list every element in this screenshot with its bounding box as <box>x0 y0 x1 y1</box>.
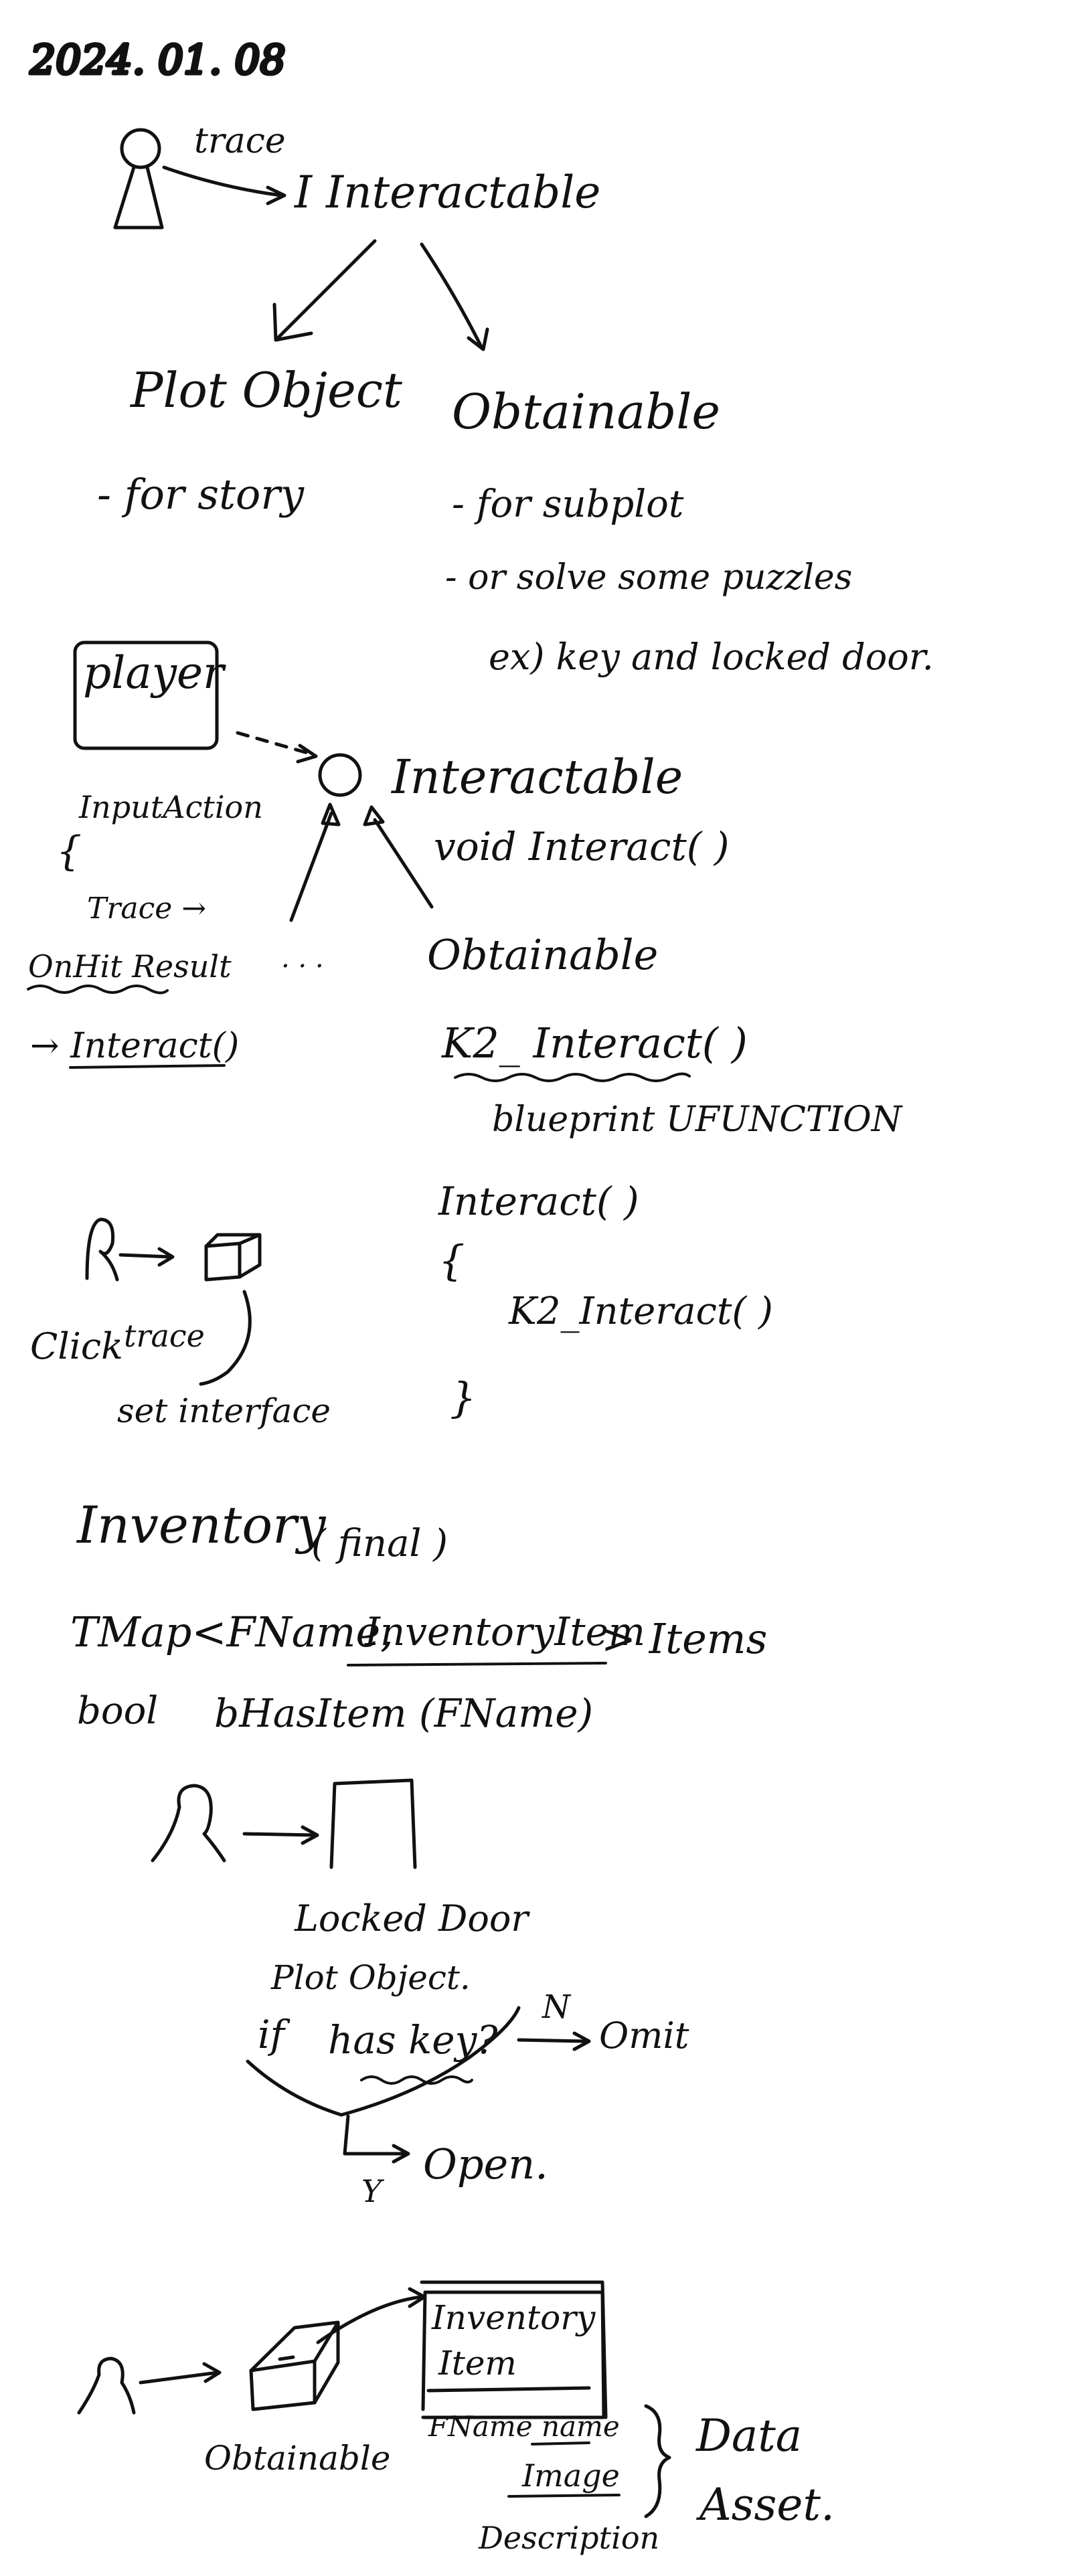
impl-line-left <box>289 811 333 922</box>
item-arrow <box>316 2295 424 2344</box>
interact-definition: Interact( ) <box>438 1179 639 1224</box>
door-icon <box>329 1778 417 1869</box>
impl-line-right <box>373 818 434 909</box>
set-interface-arrow <box>199 1290 252 1386</box>
click-arrow-head <box>157 1247 175 1267</box>
person-icon <box>85 1217 119 1282</box>
void-interact-label: void Interact( ) <box>434 824 730 869</box>
yes-branch-label: Y <box>361 2173 385 2209</box>
date-text: 2024. 01. 08 <box>29 37 286 84</box>
plot-object-heading: Plot Object <box>129 362 403 418</box>
open-arrow <box>343 2114 407 2156</box>
interface-lollipop-icon <box>318 753 362 797</box>
has-key-squiggle-underline <box>360 2075 473 2085</box>
iinteractable-title: I Interactable <box>294 167 600 218</box>
person-icon <box>77 2356 136 2415</box>
click-arrow <box>118 1253 173 1259</box>
input-action-label: InputAction <box>78 789 263 825</box>
interactable-label: Interactable <box>390 750 683 804</box>
plot-object-note: - for story <box>97 470 305 519</box>
if-keyword: if <box>258 2012 291 2057</box>
inventory-item-divider <box>426 2386 591 2393</box>
obtainable-note-2: - or solve some puzzles <box>445 557 852 598</box>
click-label: Click <box>30 1325 123 1367</box>
fname-name-underline <box>531 2441 590 2445</box>
onhit-result-label: OnHit Result <box>28 948 232 984</box>
definition-brace-open: { <box>438 1236 465 1285</box>
obtain-arrow <box>139 2371 220 2385</box>
k2-interact-call: K2_Interact( ) <box>508 1290 773 1333</box>
person-icon <box>151 1784 226 1863</box>
stick-figure-icon <box>113 128 164 230</box>
locked-door-label: Locked Door <box>294 1897 530 1940</box>
door-arrow-head <box>301 1825 319 1845</box>
inventory-heading: Inventory <box>76 1495 326 1555</box>
bool-keyword: bool <box>77 1689 158 1733</box>
tmap-inventory-item: InventoryItem <box>364 1609 645 1654</box>
obtainable-note-3: ex) key and locked door. <box>489 636 934 678</box>
set-interface-label: set interface <box>117 1391 331 1430</box>
fname-name-field: FName name <box>428 2410 620 2443</box>
inventory-item-line-2: Item <box>438 2344 517 2383</box>
description-field: Description <box>478 2520 659 2556</box>
impl-triangle-left <box>321 802 341 827</box>
tmap-prefix: TMap<FName, <box>70 1608 394 1656</box>
tmap-suffix: > Items <box>601 1614 767 1663</box>
bhasitem-signature: bHasItem (FName) <box>214 1691 593 1736</box>
interact-call-underline <box>69 1064 226 1069</box>
branch-arrow-left-head <box>272 303 313 342</box>
dependency-arrow-head <box>296 744 318 764</box>
trace-step: Trace → <box>87 891 206 926</box>
brace-open: { <box>56 828 82 875</box>
omit-arrow-head <box>572 2031 591 2051</box>
no-branch-label: N <box>542 1988 572 2026</box>
onhit-squiggle-underline <box>27 984 169 995</box>
image-underline <box>507 2494 621 2498</box>
interact-call: → Interact() <box>30 1026 239 1066</box>
data-label: Data <box>695 2410 802 2462</box>
obtainable-note-1: - for subplot <box>452 483 684 526</box>
k2-interact-label: K2_ Interact( ) <box>441 1019 748 1067</box>
decision-bracket <box>246 2006 521 2117</box>
data-asset-brace <box>644 2404 671 2518</box>
image-field: Image <box>521 2458 620 2494</box>
ellipsis: . . . <box>281 943 324 974</box>
obtainable-small-label: Obtainable <box>204 2439 391 2478</box>
player-label: player <box>83 647 226 699</box>
box-icon <box>249 2320 340 2411</box>
inventory-item-box-shadow <box>420 2280 608 2419</box>
branch-arrow-right <box>420 242 484 350</box>
branch-arrow-left <box>276 239 377 340</box>
definition-brace-close: } <box>450 1373 476 1422</box>
inventory-item-line-1: Inventory <box>431 2298 596 2337</box>
trace-label: trace <box>194 121 286 161</box>
k2-squiggle-underline <box>454 1072 691 1082</box>
omit-label: Omit <box>599 2014 689 2057</box>
trace-arrow <box>162 165 283 197</box>
obtainable-class-label: Obtainable <box>427 930 658 979</box>
asset-label: Asset. <box>695 2479 835 2530</box>
obtain-arrow-head <box>202 2362 222 2383</box>
inventory-final-label: ( final ) <box>311 1522 448 1565</box>
trace-small-label: trace <box>124 1318 205 1354</box>
branch-arrow-right-head <box>467 327 489 351</box>
open-arrow-head <box>392 2144 410 2164</box>
impl-triangle-right <box>363 805 385 827</box>
door-arrow <box>242 1832 317 1837</box>
cube-icon <box>204 1233 262 1282</box>
obtainable-heading: Obtainable <box>452 383 720 440</box>
tmap-underline <box>347 1662 607 1666</box>
dependency-dashed-arrow <box>236 731 317 757</box>
plot-object-small-label: Plot Object. <box>270 1958 471 1997</box>
blueprint-ufunction-label: blueprint UFUNCTION <box>492 1100 903 1140</box>
omit-arrow <box>517 2038 588 2043</box>
open-label: Open. <box>423 2140 548 2188</box>
trace-arrow-head <box>266 185 286 205</box>
player-box <box>73 640 219 750</box>
